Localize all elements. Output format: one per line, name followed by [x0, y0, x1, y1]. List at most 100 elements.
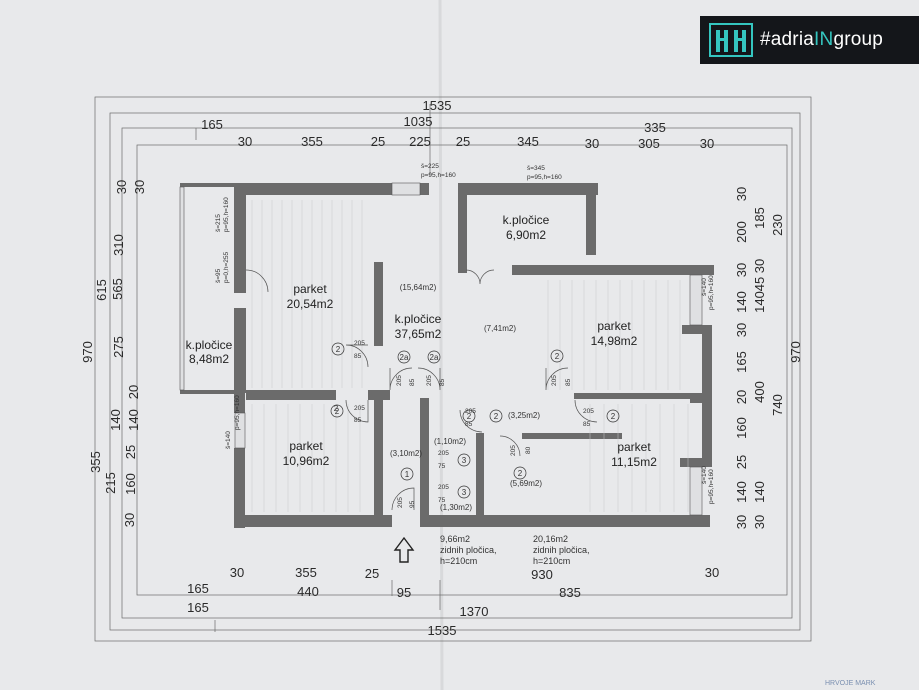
window-notes: š=225 p=95,h=160 š=345 p=95,h=160 š=215 … [215, 163, 715, 504]
dim-label: 140 [126, 409, 141, 431]
sub-area: (3,25m2) [508, 411, 540, 420]
door-dim: 85 [354, 353, 362, 360]
tile-hatch [251, 200, 689, 512]
window-note: š=215 [215, 214, 222, 232]
dim-label: 30 [752, 515, 767, 529]
door-dim: 205 [510, 445, 517, 456]
door-label: 1 [405, 470, 410, 479]
dim-label: 140 [108, 409, 123, 431]
door-dim: 205 [354, 340, 365, 347]
window-note: š=140 [225, 431, 232, 449]
dim-label: 1035 [404, 114, 433, 129]
dim-label: 930 [531, 567, 553, 582]
dim-label: 400 [752, 381, 767, 403]
dim-label: 30 [238, 134, 252, 149]
room-area: 20,54m2 [287, 297, 334, 311]
door-dim: 85 [465, 421, 473, 428]
dim-label: 20 [734, 390, 749, 404]
door-dim: 95 [409, 500, 416, 508]
dims-left: 970 615 355 310 565 275 215 30 30 20 140… [80, 180, 147, 527]
door-label: 2 [494, 412, 499, 421]
dim-label: 165 [201, 117, 223, 132]
corner-stamp-text: HRVOJE MARK [825, 680, 876, 687]
dim-label: 45 [752, 277, 767, 291]
door-dim: 85 [565, 378, 572, 386]
paper-fold [438, 0, 444, 690]
door-label: 2 [467, 412, 472, 421]
dim-label: 160 [123, 473, 138, 495]
dim-label: 275 [111, 336, 126, 358]
room-name: parket [293, 282, 327, 296]
door-dim: 85 [439, 378, 446, 386]
entrance-arrow-icon [393, 536, 415, 563]
door-dim: 205 [397, 497, 404, 508]
dim-label: 160 [734, 417, 749, 439]
sub-area: (1,30m2) [440, 503, 472, 512]
dim-label: 30 [734, 323, 749, 337]
window-note: p=95,h=160 [527, 174, 562, 181]
dim-label: 30 [734, 515, 749, 529]
dim-label: 95 [397, 585, 411, 600]
dim-label: 440 [297, 584, 319, 599]
dim-label: 30 [700, 136, 714, 151]
dim-label: 615 [94, 279, 109, 301]
dimension-lines [94, 96, 812, 642]
window-note: p=0,h=255 [223, 252, 230, 283]
room-name: k.pločice [503, 213, 550, 227]
room-area: 10,96m2 [283, 454, 330, 468]
dim-label: 30 [752, 259, 767, 273]
door-dim: 205 [354, 405, 365, 412]
dim-label: 20 [126, 385, 141, 399]
dim-label: 30 [122, 513, 137, 527]
dim-label: 165 [187, 581, 209, 596]
dim-label: 30 [114, 180, 129, 194]
door-label: 2 [336, 345, 341, 354]
room-name: parket [597, 319, 631, 333]
windows [179, 182, 703, 516]
door-label: 2 [555, 352, 560, 361]
dim-label: 30 [734, 263, 749, 277]
room-name: parket [617, 440, 651, 454]
building-logo-icon [709, 23, 753, 57]
dim-label: 25 [365, 566, 379, 581]
window-note: p=95,h=160 [708, 469, 715, 504]
dim-label: 835 [559, 585, 581, 600]
walls [180, 183, 714, 528]
dim-label: 305 [638, 136, 660, 151]
bath-note-area: 9,66m2 [440, 534, 470, 544]
dim-label: 310 [111, 234, 126, 256]
dim-label: 335 [644, 120, 666, 135]
sub-area: (1,10m2) [434, 437, 466, 446]
door-dim: 205 [465, 408, 476, 415]
dim-label: 225 [409, 134, 431, 149]
door-dim: 85 [583, 421, 591, 428]
room-name: k.pločice [186, 338, 233, 352]
door-markers [330, 342, 620, 499]
brand-logo: #adriaINgroup [700, 16, 919, 64]
dim-label: 25 [123, 445, 138, 459]
door-dim: 80 [525, 446, 532, 454]
door-swings [245, 269, 598, 511]
window-note: p=95,h=160 [223, 197, 230, 232]
door-dim: 85 [409, 378, 416, 386]
sub-area-labels: (15,64m2) (7,41m2) (3,25m2) (3,10m2) (1,… [390, 283, 542, 512]
window-note: p=95,h=160 [421, 172, 456, 179]
dim-label: 25 [456, 134, 470, 149]
door-marker-labels: 2 2 2a 2a 2 2 2 2 2 3 3 1 2 [334, 345, 616, 497]
dim-label: 215 [103, 472, 118, 494]
window-note: š=225 [421, 163, 439, 170]
dim-label: 140 [752, 291, 767, 313]
window-note: p=95,h=160 [708, 275, 715, 310]
dim-label: 30 [705, 565, 719, 580]
sub-area: (3,10m2) [390, 449, 422, 458]
door-label: 2 [611, 412, 616, 421]
dim-label: 30 [734, 187, 749, 201]
dim-label: 970 [788, 341, 803, 363]
window-note: š=140 [701, 466, 708, 484]
door-label: 3 [462, 488, 467, 497]
dims-bottom: 30 355 25 930 30 165 440 95 835 165 1370… [187, 565, 719, 638]
dim-label: 25 [734, 455, 749, 469]
dim-label: 30 [132, 180, 147, 194]
dim-label: 165 [734, 351, 749, 373]
